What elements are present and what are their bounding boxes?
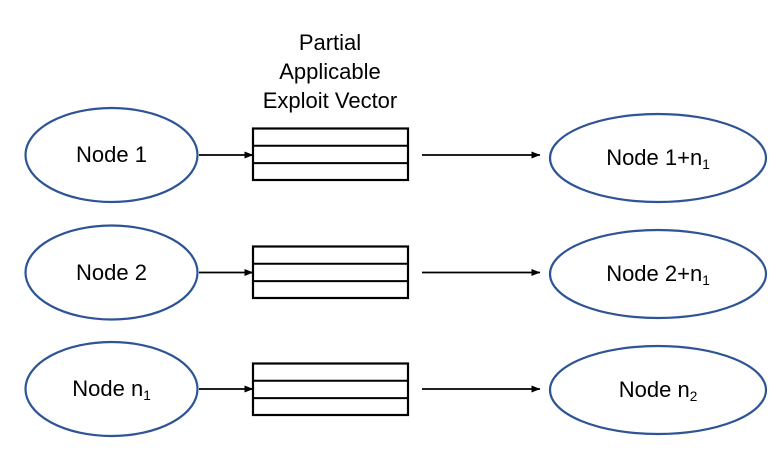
target-node-label-main-1: Node 1+n [606,145,703,170]
source-node-label-main-2: Node 2 [76,259,147,285]
target-node-ellipse-3[interactable] [548,344,768,436]
source-node-label-2: Node 2 [26,259,197,285]
exploit-vector-box-2[interactable] [251,245,410,300]
target-node-label-sub-3: 2 [689,388,698,404]
exploit-vector-title-line-1: Partial [298,30,362,55]
source-node-ellipse-1[interactable] [24,106,199,204]
target-node-label-3: Node n2 [550,377,766,404]
exploit-vector-title-line-2: Applicable [279,59,381,85]
target-node-ellipse-2[interactable] [548,228,768,320]
source-node-ellipse-2[interactable] [24,224,199,321]
target-node-ellipse-1[interactable] [548,112,768,204]
source-node-ellipse-3[interactable] [24,340,199,438]
source-node-label-main-3: Node n [72,376,144,401]
source-node-label-3: Node n1 [26,376,197,403]
exploit-vector-box-1[interactable] [251,127,410,182]
target-node-label-main-2: Node 2+n [606,261,703,286]
exploit-vector-title-line-3: Exploit Vector [262,88,398,114]
target-node-label-sub-2: 1 [702,272,710,288]
target-node-label-main-3: Node n [618,377,690,402]
source-node-label-main-1: Node 1 [76,142,147,167]
exploit-vector-title: Partial Applicable Exploit Vector [230,28,430,115]
target-node-label-sub-1: 1 [702,156,710,172]
exploit-vector-box-3[interactable] [251,362,410,417]
target-node-label-1: Node 1+n1 [550,145,766,172]
source-node-label-1: Node 1 [26,144,197,166]
source-node-label-sub-3: 1 [143,387,151,403]
target-node-label-2: Node 2+n1 [550,261,766,288]
